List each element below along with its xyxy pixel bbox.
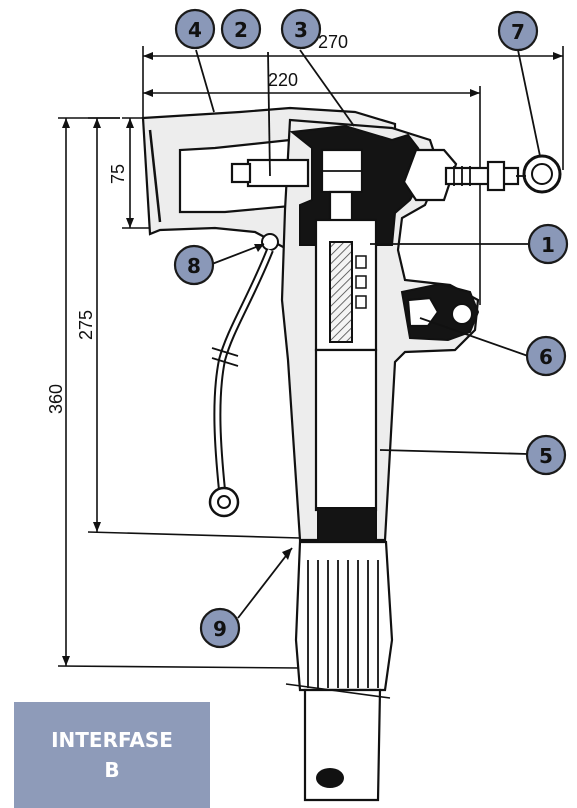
- dimension-75-label: 75: [108, 164, 128, 184]
- leader-lines: [195, 49, 541, 619]
- callout-3: 3: [280, 8, 322, 50]
- cable-sheath: [294, 540, 394, 692]
- dimension-275-label: 275: [76, 310, 96, 340]
- svg-text:9: 9: [213, 617, 227, 641]
- svg-text:3: 3: [294, 18, 308, 42]
- dimension-75: 75: [108, 117, 160, 229]
- conductor-insulation: [314, 348, 378, 512]
- callout-9: 9: [199, 607, 241, 649]
- clamping-bolt: [402, 148, 562, 202]
- test-point-plug: [246, 158, 310, 188]
- dimension-275: 275: [76, 117, 301, 539]
- stud-shaft: [328, 190, 354, 224]
- connector-arm: [141, 106, 397, 250]
- dimension-220: 220: [143, 70, 481, 305]
- svg-text:8: 8: [187, 254, 201, 278]
- svg-text:4: 4: [188, 18, 202, 42]
- dimension-270: 270: [142, 32, 564, 170]
- lug-bolt-1: [355, 255, 367, 269]
- dimension-270-label: 270: [318, 32, 348, 52]
- callout-1: 1: [527, 223, 569, 265]
- lug-bolt-2: [355, 275, 367, 289]
- dimension-220-label: 220: [268, 70, 298, 90]
- cable-lug: [329, 241, 353, 343]
- badge-line-2: B: [104, 758, 120, 782]
- dimension-360: 360: [46, 117, 301, 669]
- dimension-360-label: 360: [46, 384, 66, 414]
- earth-lead: [208, 233, 279, 518]
- svg-text:2: 2: [234, 18, 248, 42]
- callout-5: 5: [525, 434, 567, 476]
- svg-text:1: 1: [541, 233, 555, 257]
- callout-8: 8: [173, 244, 215, 286]
- callout-4: 4: [174, 8, 216, 50]
- cable-core: [316, 768, 344, 788]
- callout-6: 6: [525, 335, 567, 377]
- svg-text:5: 5: [539, 444, 553, 468]
- connector-body: [141, 106, 562, 802]
- interface-badge: INTERFASE B: [14, 702, 210, 808]
- cable-end: [303, 688, 382, 802]
- callout-7: 7: [497, 10, 539, 52]
- lug-bolt-3: [355, 295, 367, 309]
- svg-text:7: 7: [511, 20, 525, 44]
- arm-inner-line: [148, 129, 162, 223]
- test-point-tip: [230, 162, 252, 184]
- badge-line-1: INTERFASE: [51, 728, 173, 752]
- svg-text:6: 6: [539, 345, 553, 369]
- callout-2: 2: [220, 8, 262, 50]
